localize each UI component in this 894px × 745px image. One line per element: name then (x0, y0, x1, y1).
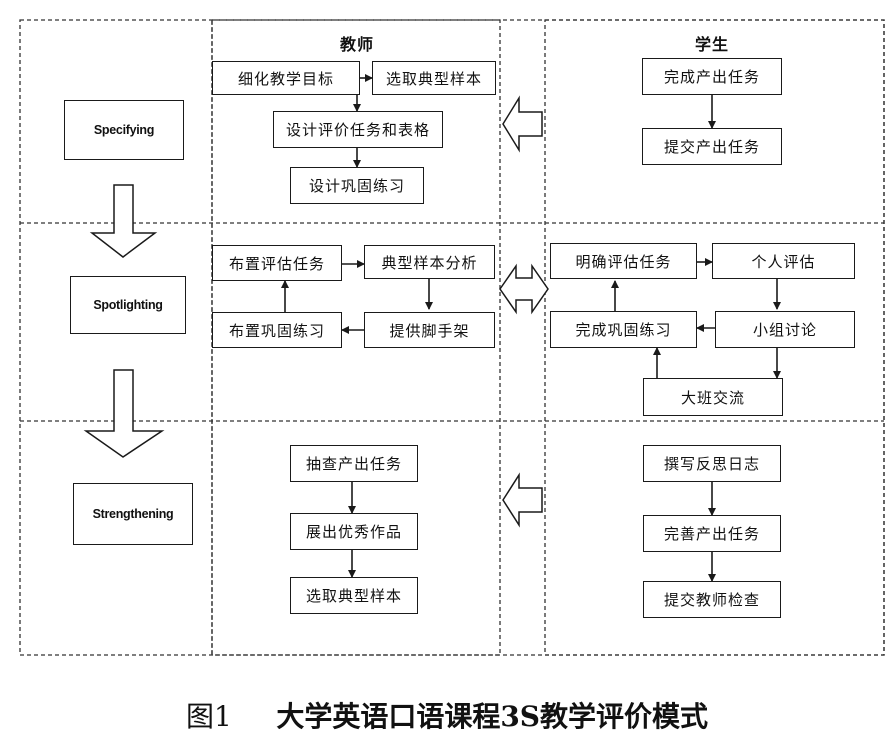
student-box-complete-exercises: 完成巩固练习 (550, 311, 697, 348)
teacher-box-sample-analysis: 典型样本分析 (364, 245, 495, 279)
stage-down-arrow-1 (89, 184, 158, 258)
stage-strengthening: Strengthening (73, 483, 193, 545)
figure-title: 大学英语口语课程3S教学评价模式 (276, 700, 709, 733)
teacher-box-assign-assessment: 布置评估任务 (212, 245, 342, 281)
teacher-box-spot-check: 抽查产出任务 (290, 445, 418, 482)
student-box-group-discussion: 小组讨论 (715, 311, 855, 348)
figure-caption: 图1 大学英语口语课程3S教学评价模式 (0, 695, 894, 735)
teacher-box-showcase: 展出优秀作品 (290, 513, 418, 550)
stage-down-arrow-2 (83, 369, 165, 458)
flow-connectors (281, 74, 781, 582)
student-column-header: 学生 (695, 35, 730, 54)
left-arrow-strengthening (502, 472, 543, 528)
student-box-submit-output: 提交产出任务 (642, 128, 782, 165)
teacher-column-header: 教师 (340, 35, 375, 54)
student-box-class-exchange: 大班交流 (643, 378, 783, 416)
student-box-self-assessment: 个人评估 (712, 243, 855, 279)
diagram-canvas (19, 19, 885, 656)
double-arrow-spotlighting (499, 263, 549, 315)
student-box-submit-to-teacher: 提交教师检查 (643, 581, 781, 618)
teacher-box-select-samples-2: 选取典型样本 (290, 577, 418, 614)
student-box-complete-output: 完成产出任务 (642, 58, 782, 95)
teacher-box-scaffolding: 提供脚手架 (364, 312, 495, 348)
teacher-box-design-tasks: 设计评价任务和表格 (273, 111, 443, 148)
teacher-box-refine-goals: 细化教学目标 (212, 61, 360, 95)
student-box-improve-output: 完善产出任务 (643, 515, 781, 552)
left-arrow-specifying (502, 95, 543, 153)
student-box-reflection-log: 撰写反思日志 (643, 445, 781, 482)
teacher-box-select-samples: 选取典型样本 (372, 61, 496, 95)
stage-specifying: Specifying (64, 100, 184, 160)
teacher-box-design-exercises: 设计巩固练习 (290, 167, 424, 204)
student-box-clarify-assessment: 明确评估任务 (550, 243, 697, 279)
stage-spotlighting: Spotlighting (70, 276, 186, 334)
student-column-frame (544, 19, 885, 656)
figure-label: 图1 (185, 700, 232, 733)
teacher-box-assign-exercises: 布置巩固练习 (212, 312, 342, 348)
